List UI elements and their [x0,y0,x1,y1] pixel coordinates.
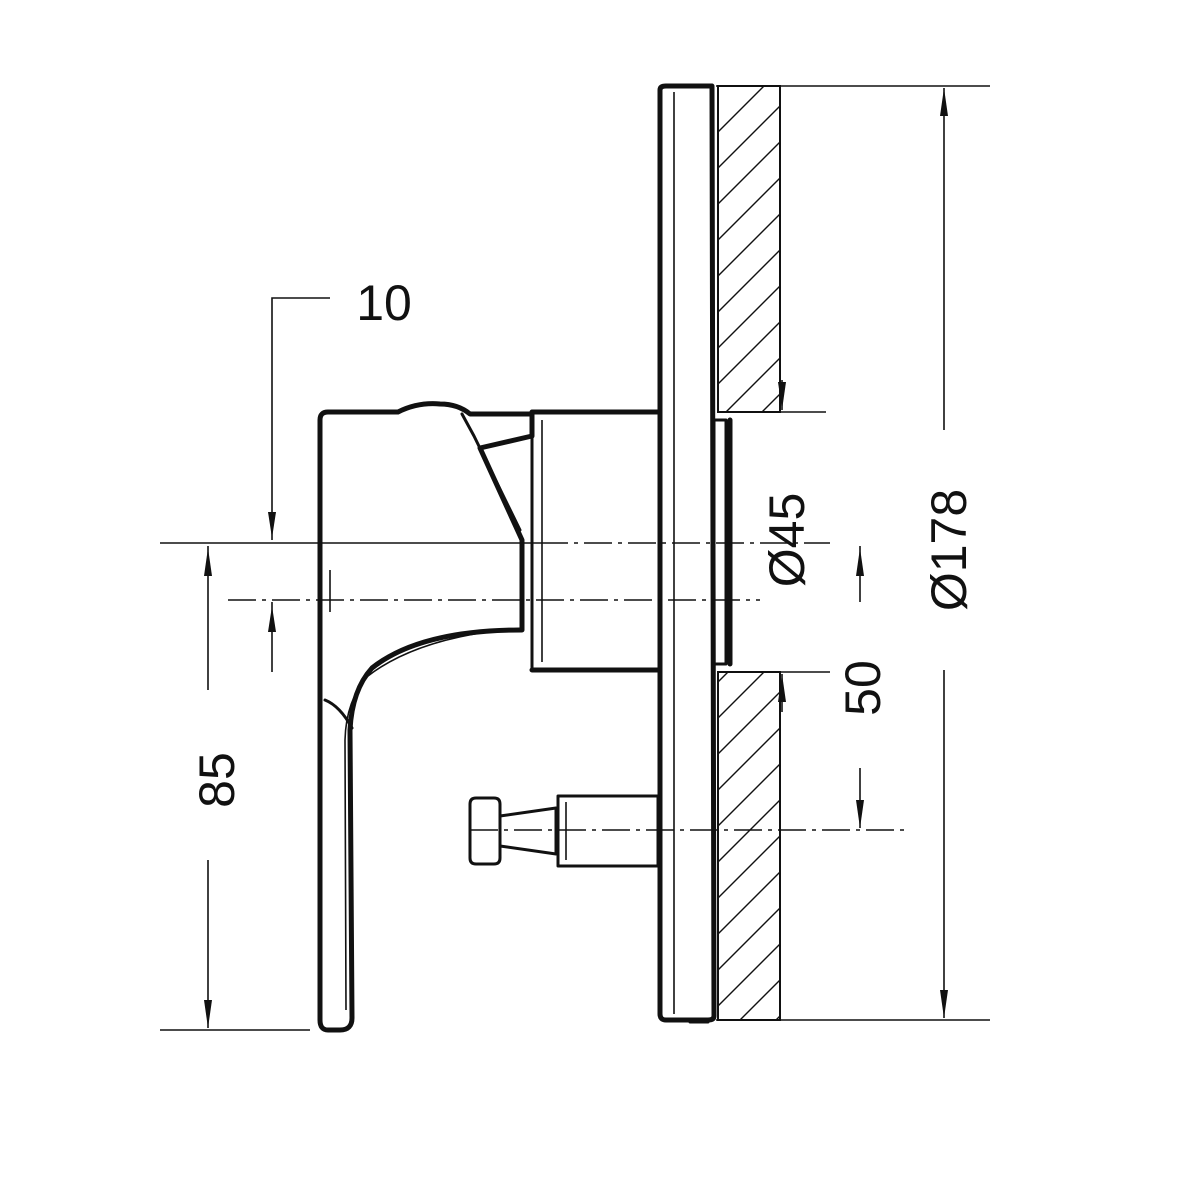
diverter-knob [468,794,660,868]
dimension-label-10: 10 [356,275,412,331]
lever-handle [317,401,535,1033]
dimension-axis-spacing: 50 [835,546,891,828]
dimension-sleeve-diameter: Ø45 [722,380,830,712]
center-lines [160,542,910,831]
dimension-label-o178: Ø178 [921,489,977,611]
dimension-lever-offset: 10 [268,275,412,672]
sleeve [712,417,733,667]
wall-section-top [717,85,781,413]
dimension-plate-diameter: Ø178 [716,85,990,1021]
dimension-lever-length: 85 [160,546,310,1031]
rosette-body [529,409,663,673]
dimension-label-50: 50 [835,660,891,716]
dimension-label-o45: Ø45 [759,493,815,588]
dimension-label-85: 85 [189,752,245,808]
cover-plate [657,83,717,1024]
